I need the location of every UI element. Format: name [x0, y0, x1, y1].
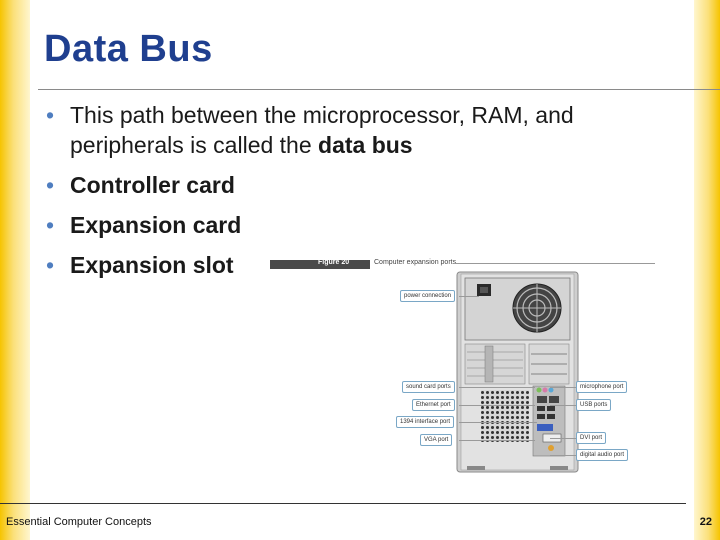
- bullet-item: • Expansion card: [46, 210, 666, 240]
- leader-line: [550, 438, 576, 439]
- leader-line: [550, 405, 576, 406]
- bullet-bold-text: data bus: [318, 132, 413, 158]
- footer-text: Essential Computer Concepts: [6, 516, 152, 528]
- bullet-list: • This path between the microprocessor, …: [46, 100, 666, 290]
- leader-line: [550, 455, 576, 456]
- right-decorative-bar: [694, 0, 720, 540]
- callout-microphone-port: microphone port: [576, 381, 628, 393]
- leader-line: [459, 405, 535, 406]
- figure-rule: [455, 263, 655, 264]
- callout-sound-card-ports: sound card ports: [402, 381, 455, 393]
- callout-power-connection: power connection: [400, 290, 456, 302]
- bullet-bold-text: Expansion slot: [70, 252, 234, 278]
- bullet-bold-text: Controller card: [70, 172, 235, 198]
- leader-line: [459, 422, 537, 423]
- page-number: 22: [699, 516, 712, 528]
- bullet-item: • Expansion slot: [46, 250, 666, 280]
- bullet-bold-text: Expansion card: [70, 212, 242, 238]
- leader-line: [459, 296, 479, 297]
- leader-line: [459, 440, 535, 441]
- callout-vga-port: VGA port: [420, 434, 453, 446]
- footer-divider: [0, 503, 686, 504]
- bullet-icon: •: [46, 252, 55, 278]
- callout-1394-interface-port: 1394 interface port: [396, 416, 455, 428]
- bullet-icon: •: [46, 172, 55, 198]
- bullet-icon: •: [46, 102, 55, 128]
- computer-tower-image: [456, 271, 579, 473]
- bullet-icon: •: [46, 212, 55, 238]
- callout-digital-audio-port: digital audio port: [576, 449, 629, 461]
- figure-label-background: [270, 260, 370, 269]
- slide-title: Data Bus: [44, 28, 213, 70]
- left-decorative-bar: [0, 0, 30, 540]
- leader-line: [459, 387, 535, 388]
- title-divider: [38, 89, 720, 90]
- figure-header: Figure 20 Computer expansion ports: [270, 258, 655, 270]
- bullet-item: • This path between the microprocessor, …: [46, 100, 666, 160]
- figure-label: Figure 20: [318, 259, 350, 266]
- figure-caption: Computer expansion ports: [374, 259, 457, 266]
- bullet-text: This path between the microprocessor, RA…: [70, 102, 574, 158]
- callout-dvi-port: DVI port: [576, 432, 607, 444]
- callout-usb-ports: USB ports: [576, 399, 612, 411]
- leader-line: [550, 387, 576, 388]
- bullet-item: • Controller card: [46, 170, 666, 200]
- callout-ethernet-port: Ethernet port: [412, 399, 455, 411]
